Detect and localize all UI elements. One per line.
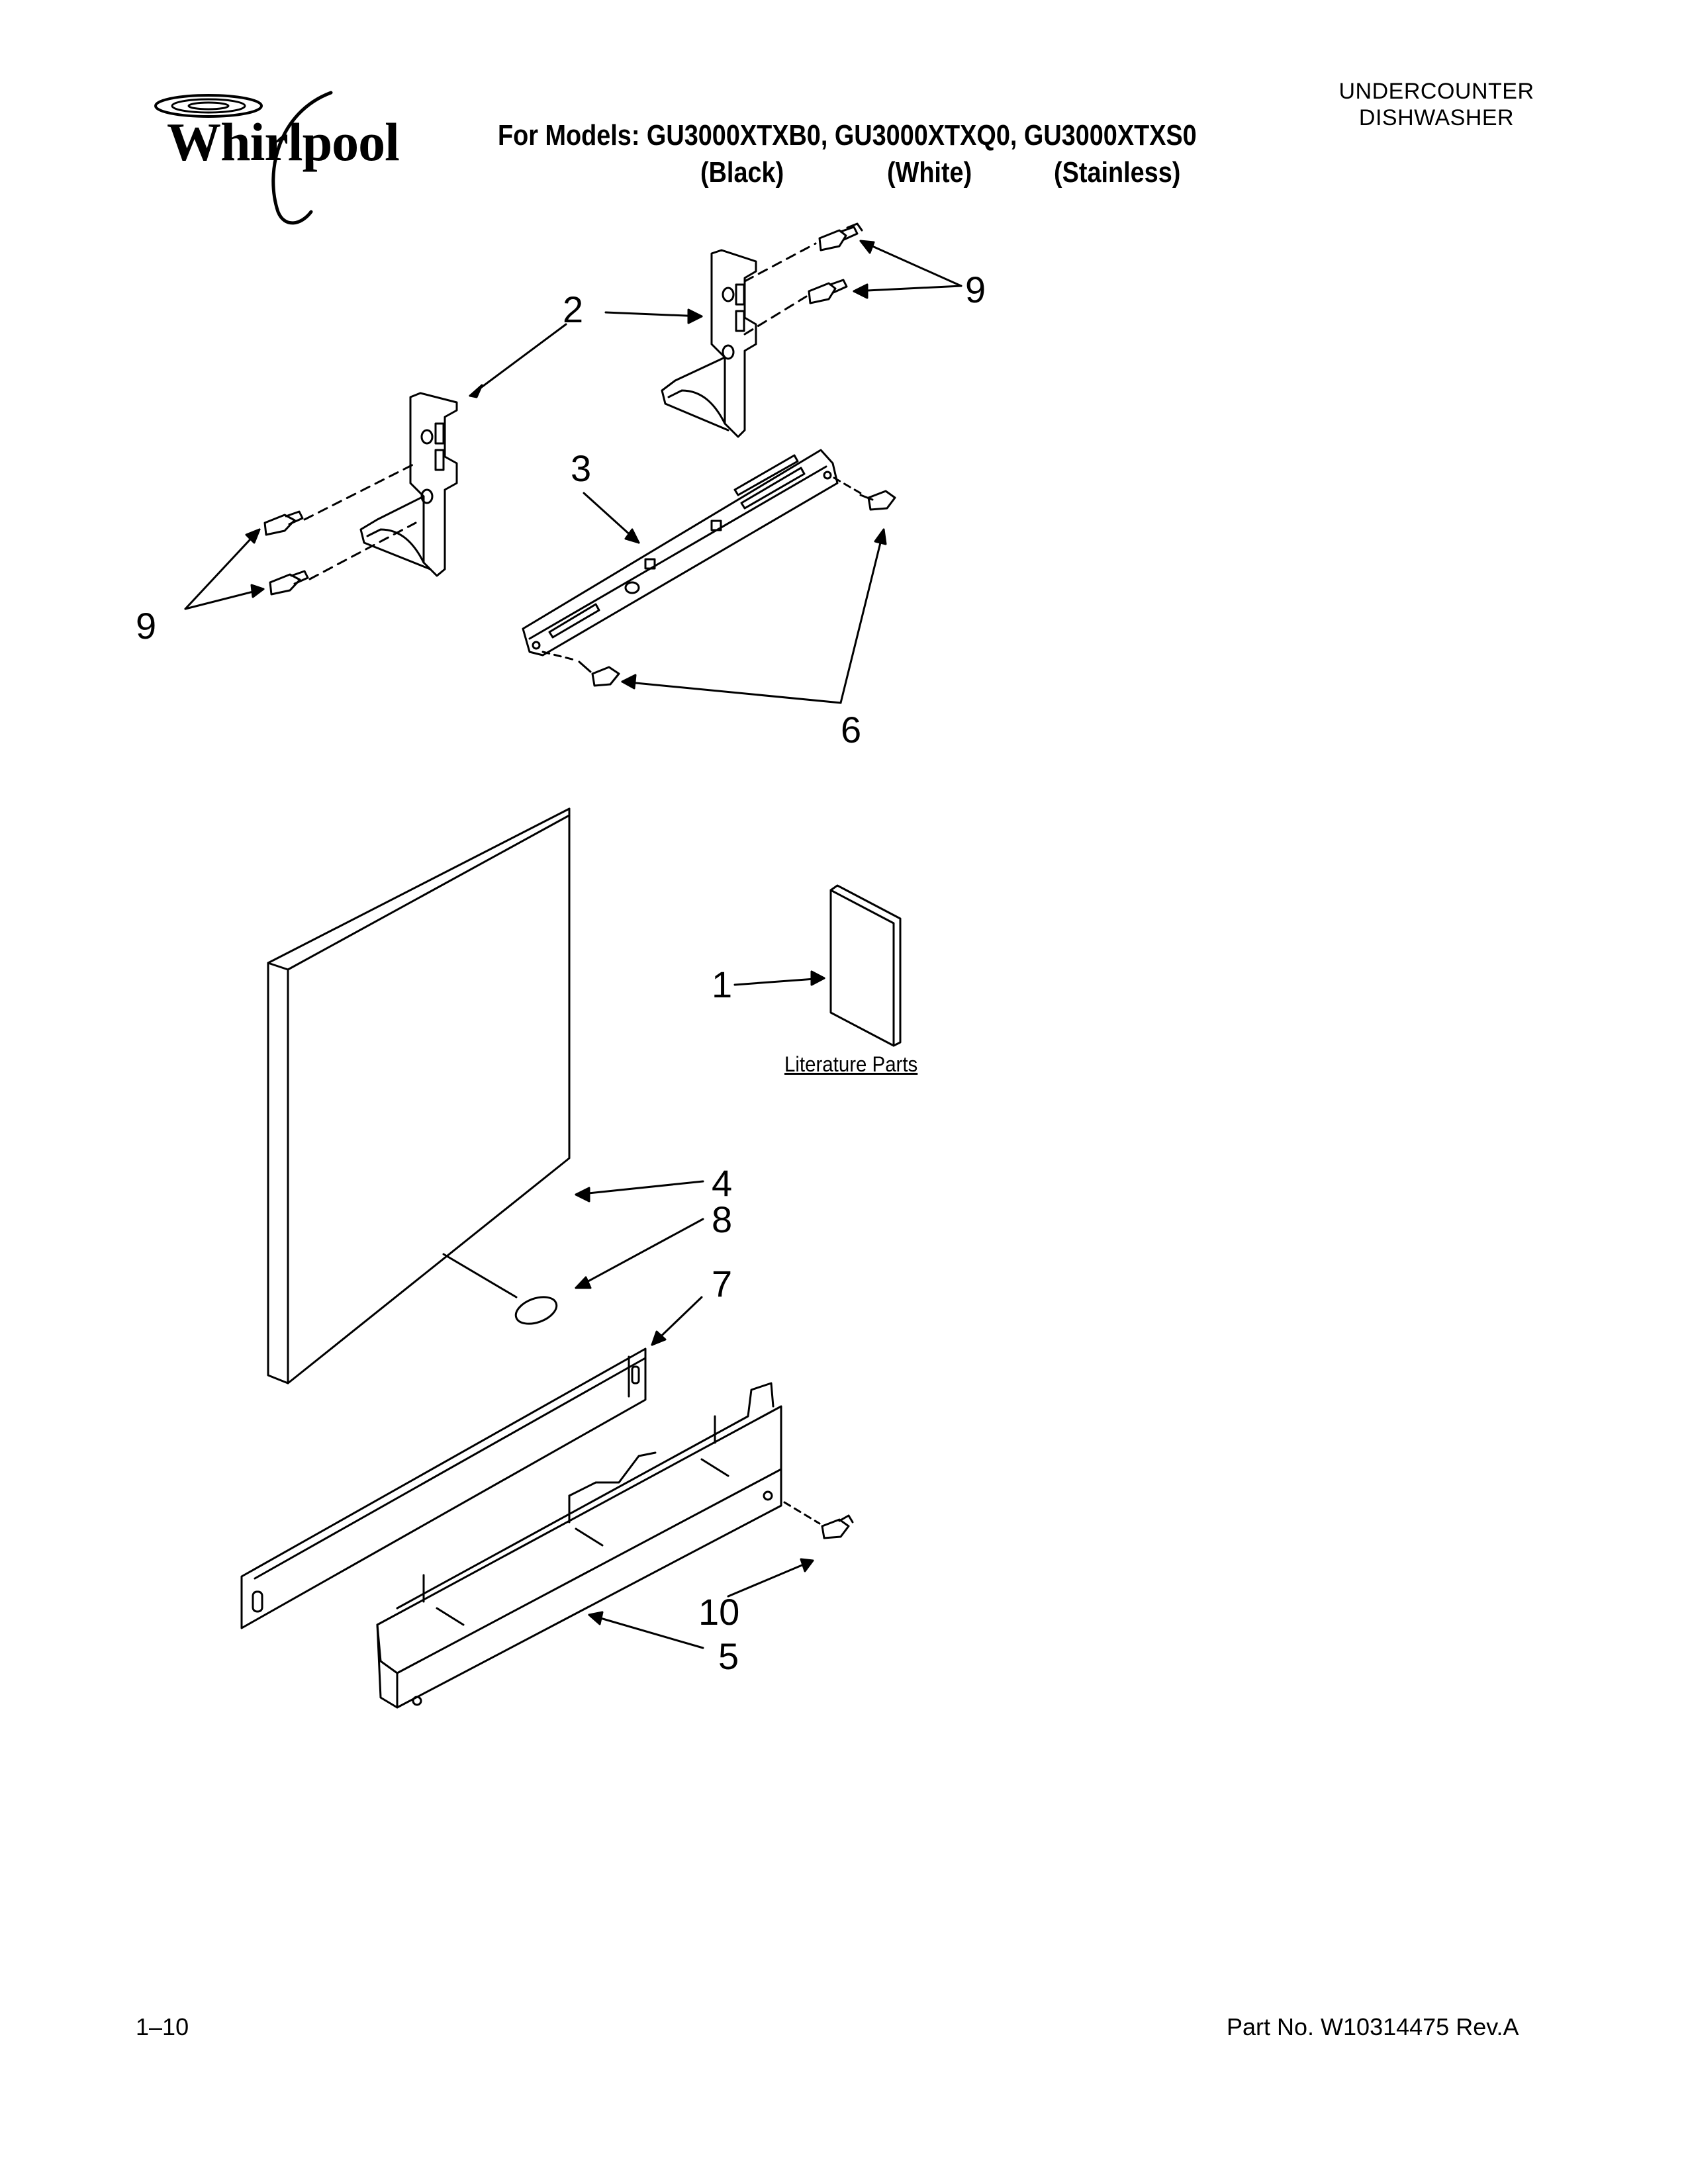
whirlpool-logo: Whirlpool <box>167 112 400 172</box>
models-line: For Models: GU3000XTXB0, GU3000XTXQ0, GU… <box>498 119 1197 152</box>
product-category: UNDERCOUNTER DISHWASHER <box>1284 78 1589 131</box>
callout-1: 1 <box>712 964 733 1005</box>
callout-3: 3 <box>571 447 592 489</box>
leader-dash <box>743 242 817 283</box>
callout-4: 4 <box>712 1162 733 1204</box>
callout-9-top: 9 <box>965 269 986 310</box>
page-number: 1–10 <box>136 2013 189 2040</box>
category-line-1: UNDERCOUNTER <box>1338 79 1534 104</box>
color-stainless: (Stainless) <box>1054 156 1181 189</box>
part-4-door-panel <box>267 807 571 1385</box>
part-6-screw-right <box>859 490 896 511</box>
callout-6: 6 <box>841 709 862 751</box>
part-2-right-bracket <box>661 249 757 438</box>
part-2-left-bracket <box>359 392 458 577</box>
part-9-screw-left-1 <box>263 510 304 536</box>
part-9-screw-top-1 <box>818 222 863 251</box>
callout-2: 2 <box>563 289 584 330</box>
part-9-screw-left-2 <box>269 570 309 596</box>
color-black: (Black) <box>700 156 784 189</box>
logo-swirl-icon <box>154 91 333 225</box>
color-white: (White) <box>887 156 972 189</box>
part-8-badge <box>514 1296 558 1325</box>
part-7-toe-strip <box>240 1347 647 1629</box>
callout-8: 8 <box>712 1199 733 1240</box>
part-number: Part No. W10314475 Rev.A <box>1227 2013 1519 2040</box>
leader-dash <box>743 295 808 336</box>
part-9-screw-top-2 <box>808 279 848 304</box>
category-line-2: DISHWASHER <box>1358 105 1515 130</box>
callout-arrows <box>184 240 962 1649</box>
part-8-leader <box>442 1253 518 1298</box>
part-1-literature-booklet <box>829 884 902 1047</box>
callout-5: 5 <box>718 1635 739 1677</box>
callout-9-left: 9 <box>136 605 157 647</box>
part-6-screw-left <box>578 660 620 687</box>
callout-7: 7 <box>712 1263 733 1304</box>
part-3-mounting-rail <box>522 449 839 657</box>
part-10-screw <box>821 1514 854 1539</box>
literature-parts-label: Literature Parts <box>784 1052 918 1076</box>
part-5-lower-bracket <box>376 1382 782 1709</box>
callout-10: 10 <box>698 1591 740 1633</box>
